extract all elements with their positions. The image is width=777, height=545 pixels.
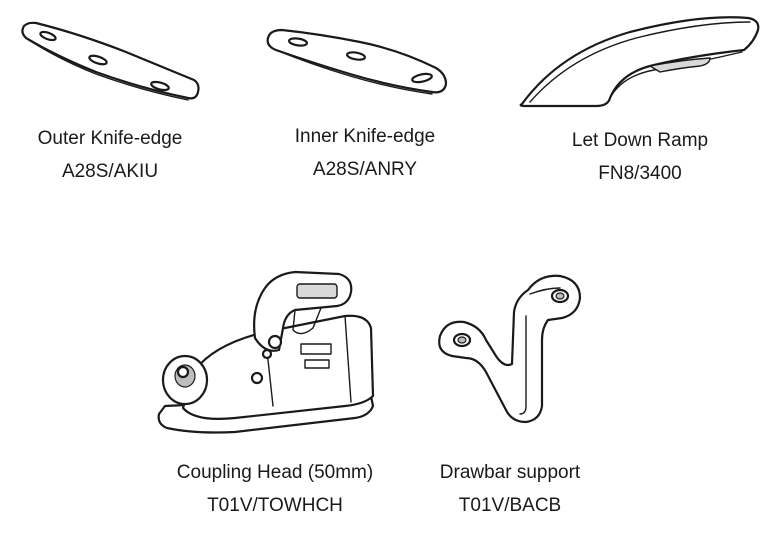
part-let-down-ramp: Let Down Ramp FN8/3400 <box>510 12 770 190</box>
part-code: A28S/AKIU <box>61 161 159 182</box>
part-name: Let Down Ramp <box>571 130 709 151</box>
part-caption: Inner Knife-edge A28S/ANRY <box>260 120 470 186</box>
part-name: Outer Knife-edge <box>37 128 183 149</box>
part-code: A28S/ANRY <box>312 159 418 180</box>
part-caption: Let Down Ramp FN8/3400 <box>510 124 770 190</box>
part-outer-knife-edge: Outer Knife-edge A28S/AKIU <box>10 14 210 188</box>
part-coupling-head: Coupling Head (50mm) T01V/TOWHCH <box>150 268 400 522</box>
part-caption: Coupling Head (50mm) T01V/TOWHCH <box>150 456 400 522</box>
part-caption: Drawbar support T01V/BACB <box>420 456 600 522</box>
part-name: Coupling Head (50mm) <box>176 462 374 483</box>
part-name: Drawbar support <box>439 462 581 483</box>
part-drawbar-support: Drawbar support T01V/BACB <box>420 268 600 522</box>
part-name: Inner Knife-edge <box>294 126 436 147</box>
part-code: T01V/BACB <box>458 495 562 516</box>
drawbar-support-icon <box>438 274 582 424</box>
let-down-ramp-icon <box>519 16 760 108</box>
inner-knife-edge-icon <box>266 28 448 95</box>
part-inner-knife-edge: Inner Knife-edge A28S/ANRY <box>260 14 470 186</box>
part-caption: Outer Knife-edge A28S/AKIU <box>10 122 210 188</box>
coupling-head-icon <box>157 270 375 434</box>
part-code: T01V/TOWHCH <box>207 495 343 516</box>
part-code: FN8/3400 <box>598 163 682 184</box>
outer-knife-edge-icon <box>21 21 200 101</box>
